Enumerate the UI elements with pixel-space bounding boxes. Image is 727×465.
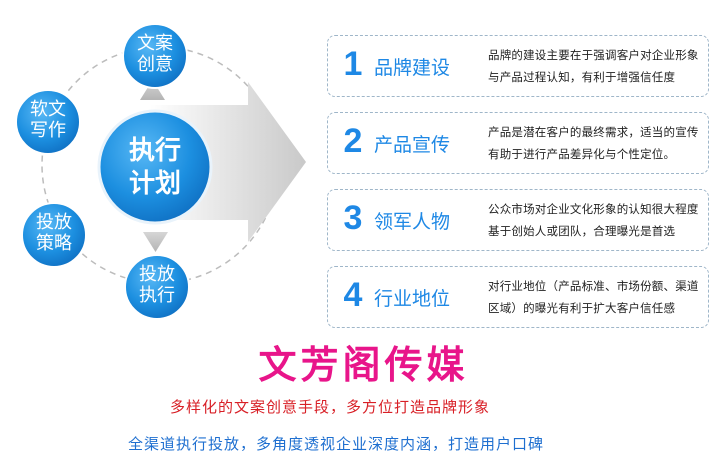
node-ball-2 — [15, 89, 81, 155]
card-brand-building: 1 品牌建设 品牌的建设主要在于强调客户对企业形象与产品过程认知，有利于增强信任… — [327, 35, 709, 97]
card-number: 4 — [343, 276, 363, 314]
card-number: 3 — [343, 199, 363, 237]
card-leading-figure: 3 领军人物 公众市场对企业文化形象的认知很大程度基于创始人或团队，合理曝光是首… — [327, 189, 709, 251]
center-label-line1: 执行 — [128, 136, 181, 166]
card-description: 公众市场对企业文化形象的认知很大程度基于创始人或团队，合理曝光是首选 — [488, 202, 699, 238]
center-ball — [97, 109, 213, 225]
node-ball-4 — [124, 254, 190, 320]
card-title: 行业地位 — [374, 288, 451, 310]
node-label-placement-execution: 投放 执行 — [127, 264, 187, 306]
node-ball-3 — [21, 202, 87, 268]
node-label-soft-article: 软文 写作 — [18, 99, 78, 141]
center-label-line2: 计划 — [128, 168, 181, 199]
node-4-line1: 投放 — [139, 264, 175, 285]
node-3-line1: 投放 — [36, 212, 72, 233]
node-3-line2: 策略 — [36, 232, 72, 254]
card-description: 对行业地位（产品标准、市场份额、渠道区域）的曝光有利于扩大客户信任感 — [488, 279, 699, 315]
node-2-line1: 软文 — [30, 99, 66, 120]
node-ball-1 — [122, 23, 188, 89]
down-triangle — [143, 232, 168, 252]
card-product-promotion: 2 产品宣传 产品是潜在客户的最终需求，适当的宣传有助于进行产品差异化与个性定位… — [327, 112, 709, 174]
node-4-line2: 执行 — [139, 284, 175, 306]
center-label: 执行 计划 — [105, 135, 205, 200]
card-industry-position: 4 行业地位 对行业地位（产品标准、市场份额、渠道区域）的曝光有利于扩大客户信任… — [327, 266, 709, 328]
card-description: 产品是潜在客户的最终需求，适当的宣传有助于进行产品差异化与个性定位。 — [488, 125, 699, 161]
card-number: 1 — [343, 45, 363, 83]
card-title: 品牌建设 — [374, 57, 451, 79]
card-title: 产品宣传 — [374, 134, 451, 156]
brand-title: 文芳阁传媒 — [258, 343, 469, 387]
card-title: 领军人物 — [374, 211, 451, 233]
node-1-line1: 文案 — [137, 33, 173, 54]
node-label-copy-creative: 文案 创意 — [125, 33, 185, 75]
slogan-secondary: 全渠道执行投放，多角度透视企业深度内涵，打造用户口碑 — [128, 435, 545, 453]
slogan-primary: 多样化的文案创意手段，多方位打造品牌形象 — [170, 398, 491, 416]
node-1-line2: 创意 — [137, 53, 173, 75]
card-description: 品牌的建设主要在于强调客户对企业形象与产品过程认知，有利于增强信任度 — [488, 48, 699, 84]
node-2-line2: 写作 — [30, 119, 66, 141]
up-triangle — [140, 80, 165, 100]
card-number: 2 — [343, 122, 363, 160]
node-label-placement-strategy: 投放 策略 — [24, 212, 84, 254]
